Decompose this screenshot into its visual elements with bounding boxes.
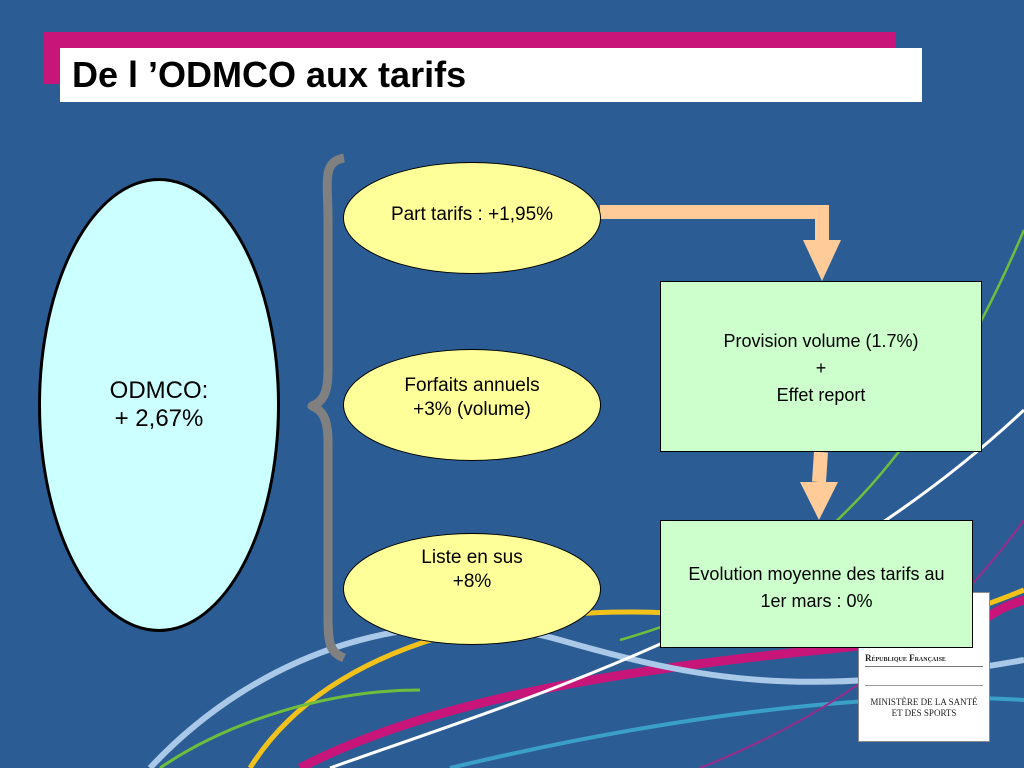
- odmco-label: ODMCO:: [109, 377, 209, 404]
- arrow-provision-to-evolution: [812, 451, 828, 483]
- part-tarifs-label: Part tarifs : +1,95%: [390, 204, 554, 225]
- forfaits-annuels-value: +3% (volume): [413, 399, 531, 420]
- liste-en-sus-label: Liste en sus: [421, 547, 523, 568]
- logo-divider: [865, 685, 983, 686]
- liste-en-sus-value: +8%: [452, 571, 492, 592]
- ministere-label: MINISTÈRE DE LA SANTÉ ET DES SPORTS: [863, 697, 985, 719]
- effet-report-label: Effet report: [776, 385, 866, 405]
- provision-volume-box: Provision volume (1.7%) + Effet report: [660, 281, 982, 452]
- ministere-line1: MINISTÈRE DE LA SANTÉ: [870, 697, 978, 707]
- arrow-part-tarifs-to-provision: [600, 205, 829, 240]
- arrow-head-provision: [803, 240, 841, 281]
- liste-en-sus-ellipse: Liste en sus +8%: [343, 533, 601, 645]
- decor-curve-light: [147, 623, 1024, 768]
- title-bar: De l ’ODMCO aux tarifs: [60, 48, 922, 102]
- odmco-ellipse: ODMCO: + 2,67%: [38, 178, 280, 632]
- republique-label: République Française: [865, 653, 983, 667]
- odmco-value: + 2,67%: [114, 405, 204, 432]
- decor-curve-green-low: [159, 688, 421, 768]
- evolution-tarifs-box: Evolution moyenne des tarifs au 1er mars…: [660, 520, 973, 648]
- ministere-line2: ET DES SPORTS: [891, 708, 957, 718]
- part-tarifs-ellipse: Part tarifs : +1,95%: [343, 162, 601, 274]
- evolution-value: 1er mars : 0%: [760, 591, 873, 611]
- forfaits-annuels-ellipse: Forfaits annuels +3% (volume): [343, 349, 601, 461]
- page-title: De l ’ODMCO aux tarifs: [72, 54, 467, 95]
- arrow-head-evolution: [800, 482, 838, 520]
- provision-volume-label: Provision volume (1.7%): [723, 331, 919, 351]
- evolution-label: Evolution moyenne des tarifs au: [688, 564, 945, 584]
- forfaits-annuels-label: Forfaits annuels: [404, 375, 540, 396]
- curly-brace: [307, 153, 346, 663]
- provision-plus: +: [815, 358, 827, 378]
